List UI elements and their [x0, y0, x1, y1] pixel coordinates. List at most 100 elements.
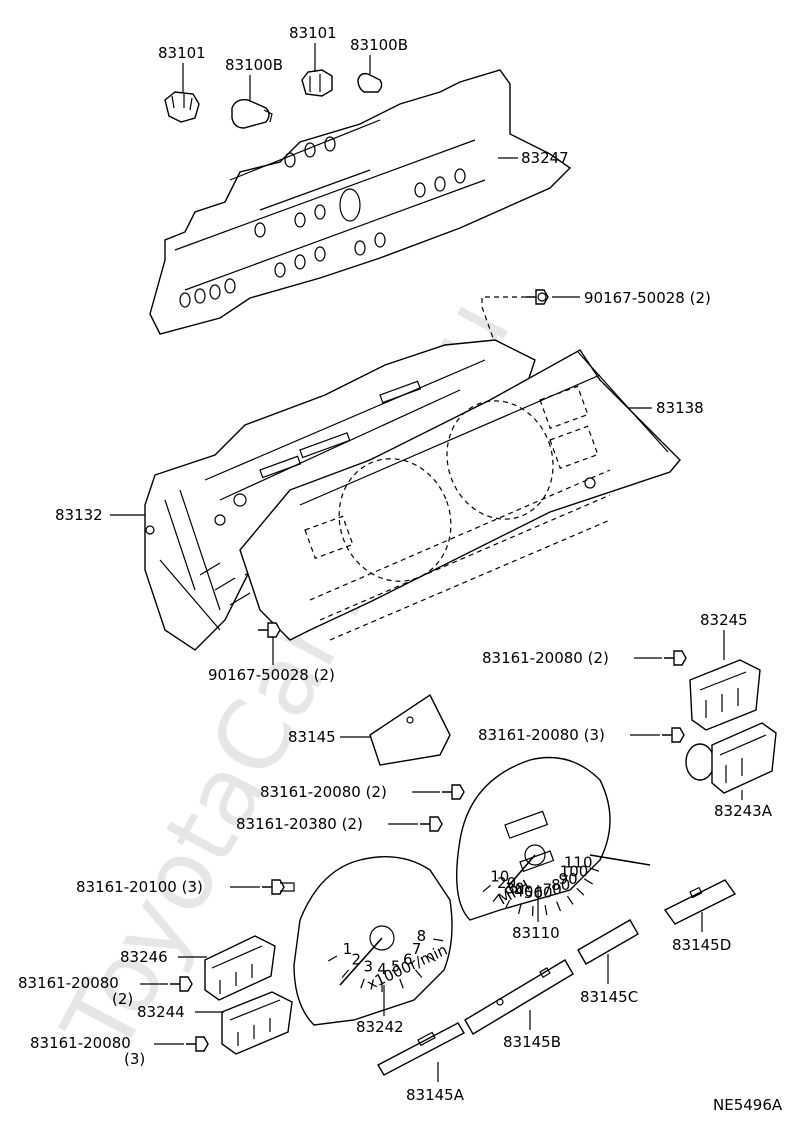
screw-83161-b: [662, 727, 685, 743]
screw-83161-e: [262, 879, 295, 895]
tacho-number: 1: [343, 940, 353, 958]
screw-90167-top: [526, 289, 549, 305]
label-83101-left: 83101: [158, 44, 206, 62]
speedo-number: 90: [559, 870, 578, 888]
label-83246: 83246: [120, 948, 168, 966]
label-83145d: 83145D: [672, 936, 731, 954]
label-83244: 83244: [137, 1003, 185, 1021]
label-83100b-right: 83100B: [350, 36, 408, 54]
circuit-hole: [414, 182, 426, 198]
tacho-number: 4: [377, 960, 387, 978]
speedo-number: 80: [551, 876, 570, 894]
tacho-tick: [433, 938, 444, 942]
label-83161-20100-3: 83161-20100 (3): [76, 878, 203, 896]
circuit-hole: [314, 246, 326, 262]
speedo-tick: [492, 893, 500, 902]
tacho-tick: [399, 978, 404, 989]
label-83145a: 83145A: [406, 1086, 465, 1104]
tacho-tick: [426, 955, 436, 962]
label-83243a: 83243A: [714, 802, 773, 820]
label-83100b-left: 83100B: [225, 56, 283, 74]
plate-83145d: [663, 879, 737, 925]
plate-83145a: [377, 1022, 465, 1076]
printed-circuit-83247: [149, 69, 572, 335]
label-83247: 83247: [521, 149, 569, 167]
socket-83246: [204, 935, 276, 1001]
circuit-hole: [194, 288, 206, 304]
label-83132: 83132: [55, 506, 103, 524]
tacho-number: 2: [352, 951, 362, 969]
tacho-tick: [414, 969, 423, 978]
speedo-tick: [504, 899, 511, 910]
label-83101-right: 83101: [289, 24, 337, 42]
speedo-tick: [576, 887, 585, 896]
tacho-number: 7: [412, 940, 422, 958]
label-83161-20080-c-qty: (2): [112, 990, 133, 1008]
tacho-number: 6: [403, 951, 413, 969]
tacho-tick: [360, 978, 365, 989]
circuit-hole: [254, 222, 266, 238]
circuit-hole: [304, 142, 316, 158]
label-83161-20080-2a: 83161-20080 (2): [482, 649, 609, 667]
speedo-tick: [517, 904, 522, 915]
tacho-number: 3: [364, 958, 374, 976]
circuit-hole: [324, 136, 336, 152]
tacho-tick: [328, 955, 338, 962]
hood-83138: [239, 349, 681, 641]
circuit-hole: [354, 240, 366, 256]
speedo-tick: [583, 878, 593, 885]
speedo-number: 70: [543, 881, 562, 899]
bulb-83100b-left: [231, 98, 273, 129]
circuit-hole: [314, 204, 326, 220]
screw-83161-g: [186, 1036, 209, 1052]
label-83161-20080-d-qty: (3): [124, 1050, 145, 1068]
bulb-83100b-right: [357, 72, 383, 93]
plate-83145: [369, 693, 451, 766]
screw-83161-f: [170, 976, 193, 992]
speedo-number: 20: [497, 874, 516, 892]
diagram-code: NE5496A: [713, 1096, 783, 1114]
plate-83145b: [464, 959, 574, 1035]
label-83110: 83110: [512, 924, 560, 942]
circuit-hole: [454, 168, 466, 184]
label-83145c: 83145C: [580, 988, 638, 1006]
tacho-number: 8: [417, 927, 427, 945]
label-83242: 83242: [356, 1018, 404, 1036]
plate-83145c: [577, 919, 639, 965]
circuit-hole: [284, 152, 296, 168]
speedo-number: 40: [514, 883, 533, 901]
label-83161-20080-d: 83161-20080: [30, 1034, 131, 1052]
circuit-hole: [224, 278, 236, 294]
speedo-number: 10: [490, 868, 509, 886]
screw-90167-bottom: [258, 622, 281, 638]
speedo-number: 100: [560, 862, 589, 880]
circuit-hole: [179, 292, 191, 308]
screw-83161-c: [442, 784, 465, 800]
label-83161-20080-c: 83161-20080: [18, 974, 119, 992]
socket-83243a: [685, 722, 777, 794]
circuit-hole: [274, 262, 286, 278]
speedo-number: 110: [564, 854, 593, 872]
label-83145: 83145: [288, 728, 336, 746]
label-83161-20080-2b: 83161-20080 (2): [260, 783, 387, 801]
label-83161-20380-2: 83161-20380 (2): [236, 815, 363, 833]
circuit-hole: [294, 212, 306, 228]
circuit-hole: [434, 176, 446, 192]
socket-83245: [689, 659, 761, 731]
speedo-tick: [566, 895, 574, 905]
label-90167-top: 90167-50028 (2): [584, 289, 711, 307]
speedo-tick: [589, 867, 600, 872]
label-83145b: 83145B: [503, 1033, 561, 1051]
label-83138: 83138: [656, 399, 704, 417]
circuit-hole: [294, 254, 306, 270]
label-83161-20080-3a: 83161-20080 (3): [478, 726, 605, 744]
socket-83244: [221, 991, 293, 1055]
circuit-hole: [374, 232, 386, 248]
screw-83161-a: [664, 650, 687, 666]
label-90167-bottom: 90167-50028 (2): [208, 666, 335, 684]
tacho-tick: [341, 969, 350, 978]
case-83132: [144, 339, 536, 651]
speedo-tick: [544, 905, 548, 916]
